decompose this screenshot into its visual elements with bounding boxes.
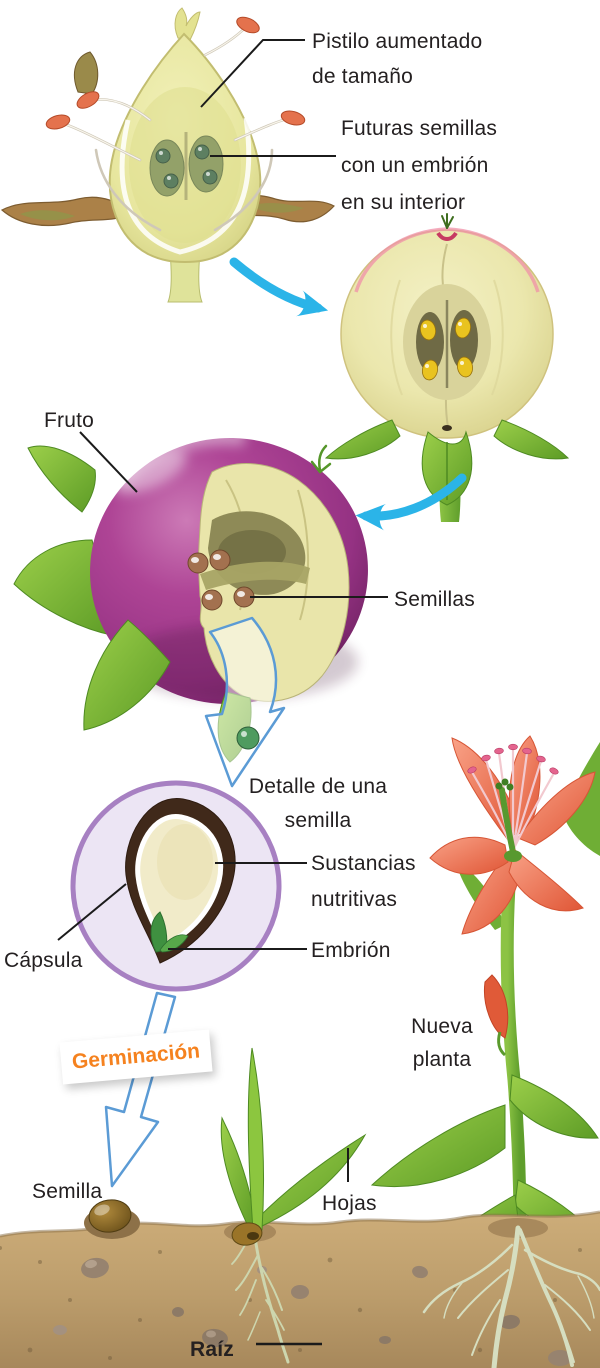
arrow-pistil-to-young-fruit-icon [229,257,329,317]
leaves-label: Hojas [322,1192,377,1215]
capsule-label: Cápsula [4,949,83,972]
embryo-icon [150,911,189,953]
pistil-cross-section-illustration [0,7,335,303]
future-seeds-label: Futuras semillas con un embrión en su in… [341,117,498,214]
seed-detail-illustration [70,780,282,992]
germination-label: Germinación [71,1039,201,1074]
new-plant-label: Nueva planta [411,1015,473,1071]
seeds-label: Semillas [394,588,475,611]
root-label: Raíz [190,1338,234,1361]
young-fruit-illustration [324,213,570,522]
new-plant-roots [422,1218,600,1368]
buried-seed-icon [84,1199,140,1239]
arrow-germination-icon [104,991,177,1188]
pistil-label: Pistilo aumentado de tamaño [312,30,483,88]
fruit-label: Fruto [44,409,95,432]
new-plant-illustration [370,735,600,1242]
embryo-label: Embrión [311,939,391,962]
arrow-seeds-to-seed-detail-icon [204,616,286,788]
nutrients-label: Sustancias nutritivas [311,852,416,911]
seedling-illustration [220,1047,367,1364]
anther-icons [45,16,306,130]
arrow-young-fruit-to-ripe-fruit-icon [355,473,467,531]
soil-illustration [0,1047,600,1368]
seed-label: Semilla [32,1180,103,1203]
pebble-icons [53,1257,572,1366]
leader-lines [57,39,388,1346]
seed-detail-label: Detalle de una semilla [248,775,388,832]
ripe-fruit-illustration [13,428,368,763]
